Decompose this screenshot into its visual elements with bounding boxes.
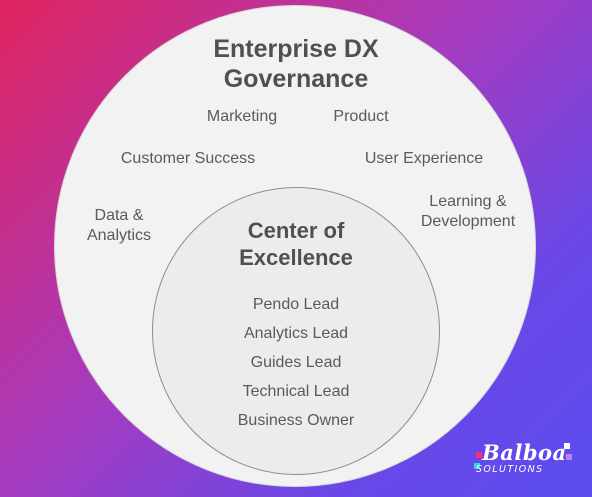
logo-square-icon (566, 454, 572, 460)
coe-title-line1: Center of (247, 218, 345, 243)
logo-subtitle: SOLUTIONS (476, 464, 544, 475)
governance-title: Enterprise DX Governance (146, 34, 446, 94)
group-learning-development: Learning & Development (412, 192, 524, 232)
coe-role-item: Pendo Lead (252, 296, 340, 313)
coe-circle (152, 187, 440, 475)
group-product: Product (333, 108, 389, 125)
coe-role-item: Guides Lead (250, 354, 342, 371)
group-learning-development-line1: Learning & (429, 193, 507, 210)
group-data-analytics-line2: Analytics (86, 227, 152, 244)
coe-role-list: Pendo Lead Analytics Lead Guides Lead Te… (176, 290, 416, 435)
coe-role-item: Technical Lead (242, 383, 350, 400)
governance-title-line1: Enterprise DX (213, 35, 379, 63)
governance-title-line2: Governance (223, 65, 369, 93)
coe-role-item: Business Owner (237, 412, 355, 429)
group-data-analytics-line1: Data & (94, 207, 144, 224)
group-learning-development-line2: Development (420, 213, 516, 230)
coe-role-item: Analytics Lead (243, 325, 349, 342)
logo-square-icon (476, 452, 482, 458)
group-data-analytics: Data & Analytics (74, 206, 164, 246)
coe-title: Center of Excellence (176, 217, 416, 271)
group-customer-success: Customer Success (120, 150, 256, 167)
balboa-logo: Balboa SOLUTIONS (474, 440, 574, 480)
logo-wordmark: Balboa (482, 440, 567, 465)
logo-square-icon (474, 463, 480, 469)
group-user-experience: User Experience (364, 150, 484, 167)
coe-title-line2: Excellence (239, 245, 353, 270)
logo-square-icon (564, 443, 570, 449)
group-marketing: Marketing (206, 108, 278, 125)
